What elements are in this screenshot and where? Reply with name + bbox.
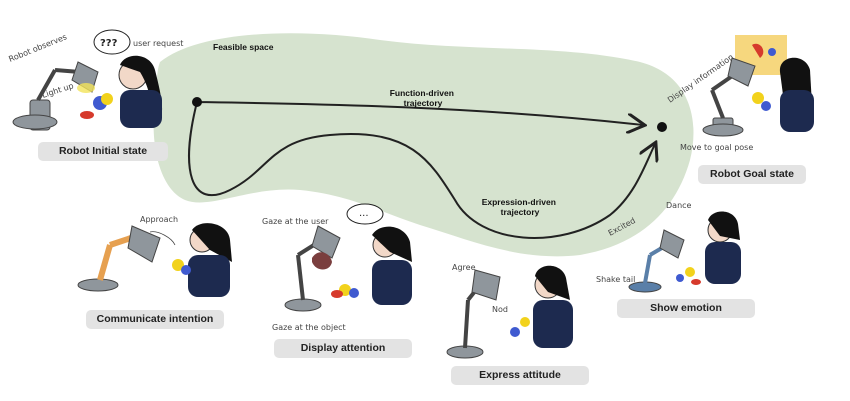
speech-question-marks: ???	[100, 38, 118, 49]
function-trajectory-arrow	[196, 101, 643, 125]
caption-express-attitude: Express attitude	[451, 366, 589, 385]
caption-display-attention: Display attention	[274, 339, 412, 358]
label-dance: Dance	[666, 201, 692, 210]
scene-communicate-intention: Approach	[77, 215, 232, 297]
label-approach: Approach	[140, 215, 178, 224]
scene-show-emotion: Excited Dance Shake tail	[596, 201, 741, 293]
expression-trajectory-label: Expression-driven trajectory	[482, 197, 559, 217]
scene-initial-state: ??? Robot observes user request Light up	[7, 29, 183, 131]
label-nod: Nod	[492, 305, 508, 314]
scene-express-attitude: Agree Nod	[446, 263, 573, 359]
label-robot-observes: Robot observes	[7, 32, 68, 64]
caption-initial-state: Robot Initial state	[38, 142, 168, 161]
label-display-information: Display information	[666, 52, 735, 104]
caption-show-emotion: Show emotion	[617, 299, 755, 318]
label-gaze-user: Gaze at the user	[262, 217, 329, 226]
caption-goal-state: Robot Goal state	[698, 165, 806, 184]
label-shake-tail: Shake tail	[596, 275, 635, 284]
label-user-request: user request	[133, 39, 183, 48]
feasible-space-region	[153, 33, 694, 257]
feasible-space-label: Feasible space	[213, 42, 274, 52]
label-move-to-goal: Move to goal pose	[680, 143, 753, 152]
start-point	[192, 97, 202, 107]
label-agree: Agree	[452, 263, 476, 272]
scene-display-attention: ... Gaze at the user Gaze at the object	[262, 203, 412, 332]
goal-point	[657, 122, 667, 132]
caption-communicate-intention: Communicate intention	[86, 310, 224, 329]
expression-trajectory-arrow	[188, 101, 655, 239]
function-trajectory-label: Function-driven trajectory	[390, 88, 457, 108]
speech-dots: ...	[359, 208, 369, 219]
label-gaze-object: Gaze at the object	[272, 323, 346, 332]
